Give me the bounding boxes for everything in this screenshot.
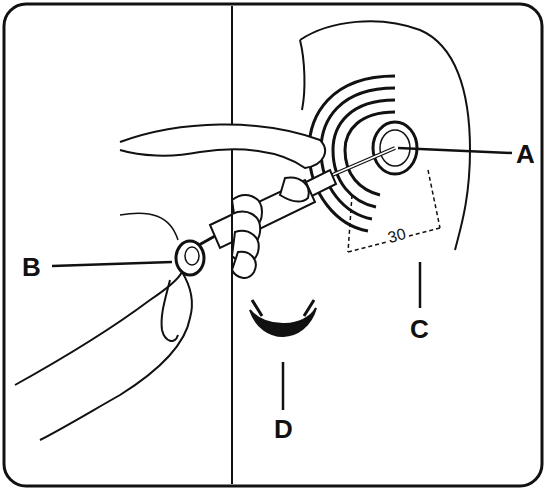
leader-line [282, 362, 285, 410]
leader-line [419, 262, 422, 308]
syringe [176, 148, 395, 275]
shoulder-outline [300, 40, 304, 110]
crescent-symbol [252, 300, 314, 316]
part-letter: B [22, 254, 41, 280]
shoulder-outline [300, 21, 470, 250]
frame [4, 4, 542, 486]
dimension-line [348, 170, 440, 252]
part-letter: D [274, 416, 293, 442]
holding-hand [232, 177, 309, 277]
part-letter: A [516, 141, 535, 167]
lower-hand [15, 272, 192, 440]
upper-hand [120, 124, 325, 168]
leader-line [52, 262, 172, 266]
leader-line [398, 148, 512, 153]
lower-hand [120, 213, 178, 240]
lower-hand [162, 280, 178, 341]
part-letter: C [410, 316, 429, 342]
